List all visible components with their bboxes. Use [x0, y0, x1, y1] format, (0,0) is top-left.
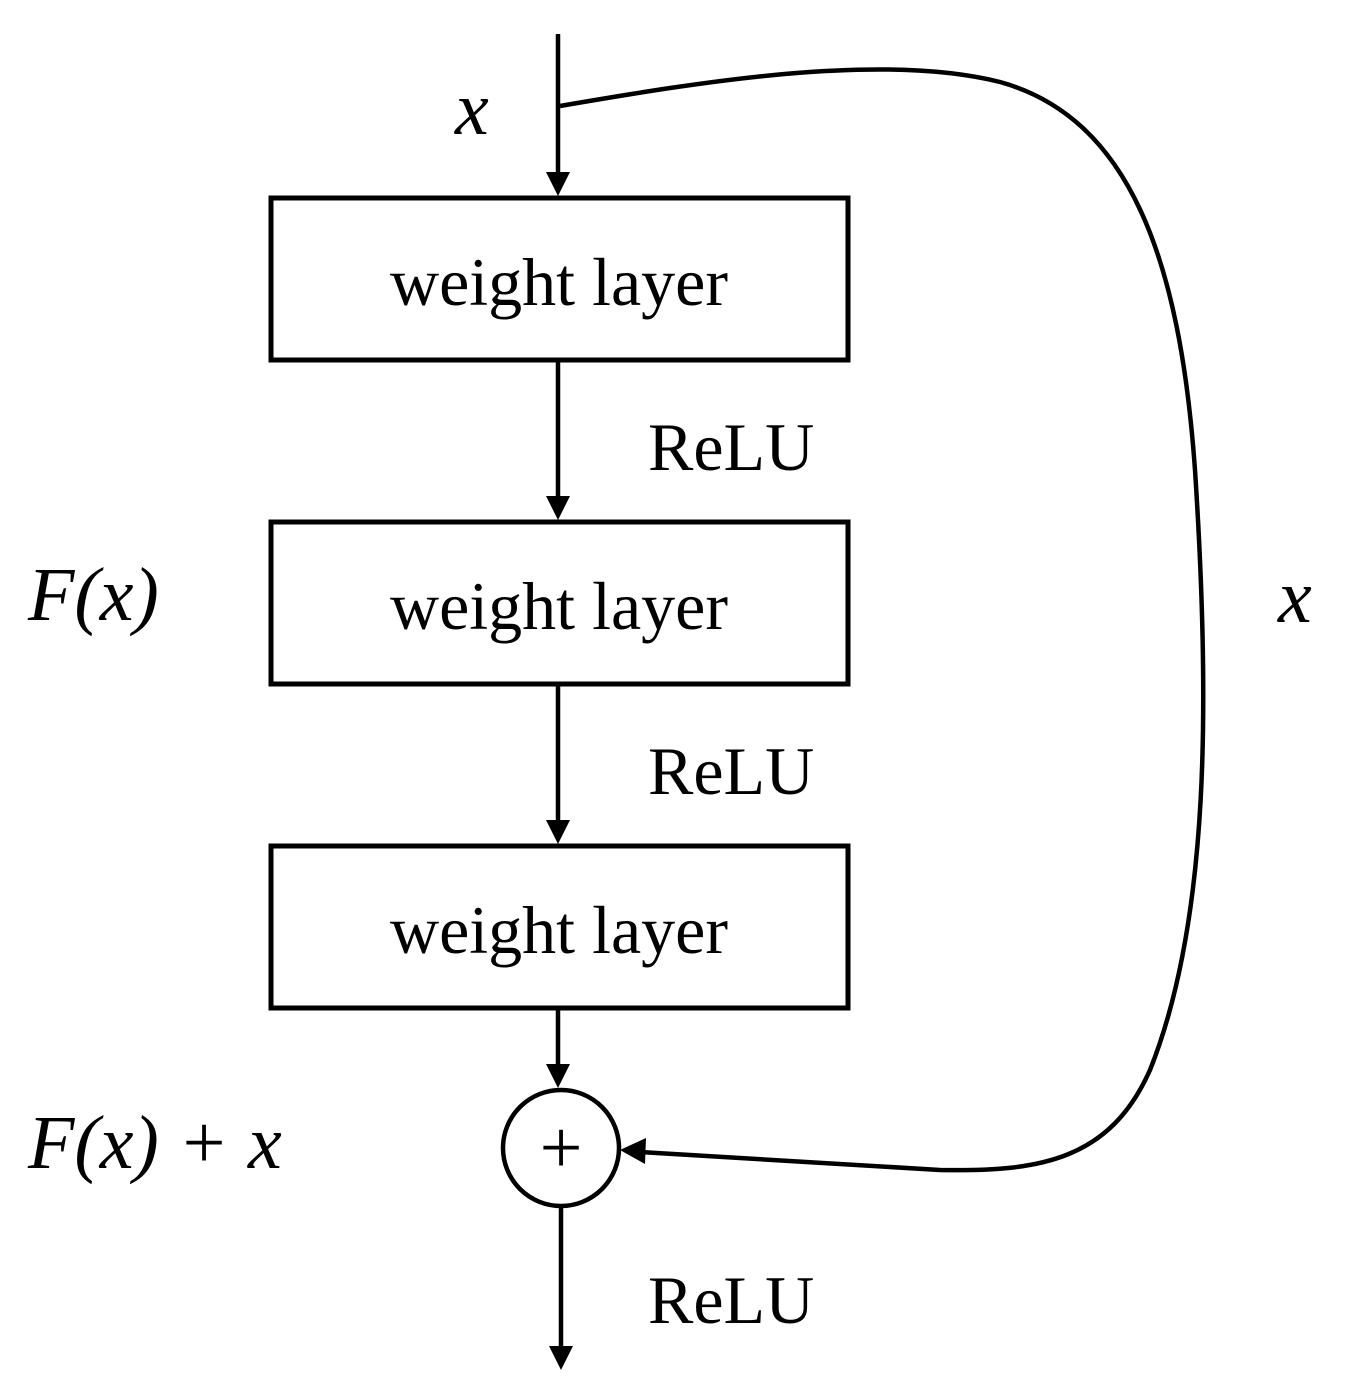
weight-layer-3: weight layer [268, 843, 851, 1011]
sum-operator: + [540, 1106, 583, 1190]
relu-label-3: ReLU [648, 1262, 814, 1338]
arrow-into-layer-3 [546, 820, 570, 844]
sum-node: + [500, 1087, 622, 1209]
weight-layer-1: weight layer [268, 195, 851, 363]
arrow-into-sum [546, 1064, 570, 1088]
weight-layer-1-label: weight layer [390, 244, 728, 320]
skip-x-label: x [1277, 555, 1312, 639]
weight-layer-2-label: weight layer [390, 568, 728, 644]
sum-output-label: F(x) + x [27, 1101, 282, 1185]
arrow-skip-into-sum [620, 1138, 646, 1164]
weight-layer-2: weight layer [268, 519, 851, 687]
weight-layer-3-label: weight layer [390, 892, 728, 968]
relu-label-2: ReLU [648, 733, 814, 809]
arrow-output [549, 1346, 573, 1370]
residual-function-label: F(x) [27, 553, 159, 637]
skip-connection [559, 67, 1206, 1173]
arrow-into-layer-1 [546, 172, 570, 196]
input-x-label: x [454, 67, 489, 151]
arrow-into-layer-2 [546, 496, 570, 520]
relu-label-1: ReLU [648, 409, 814, 485]
